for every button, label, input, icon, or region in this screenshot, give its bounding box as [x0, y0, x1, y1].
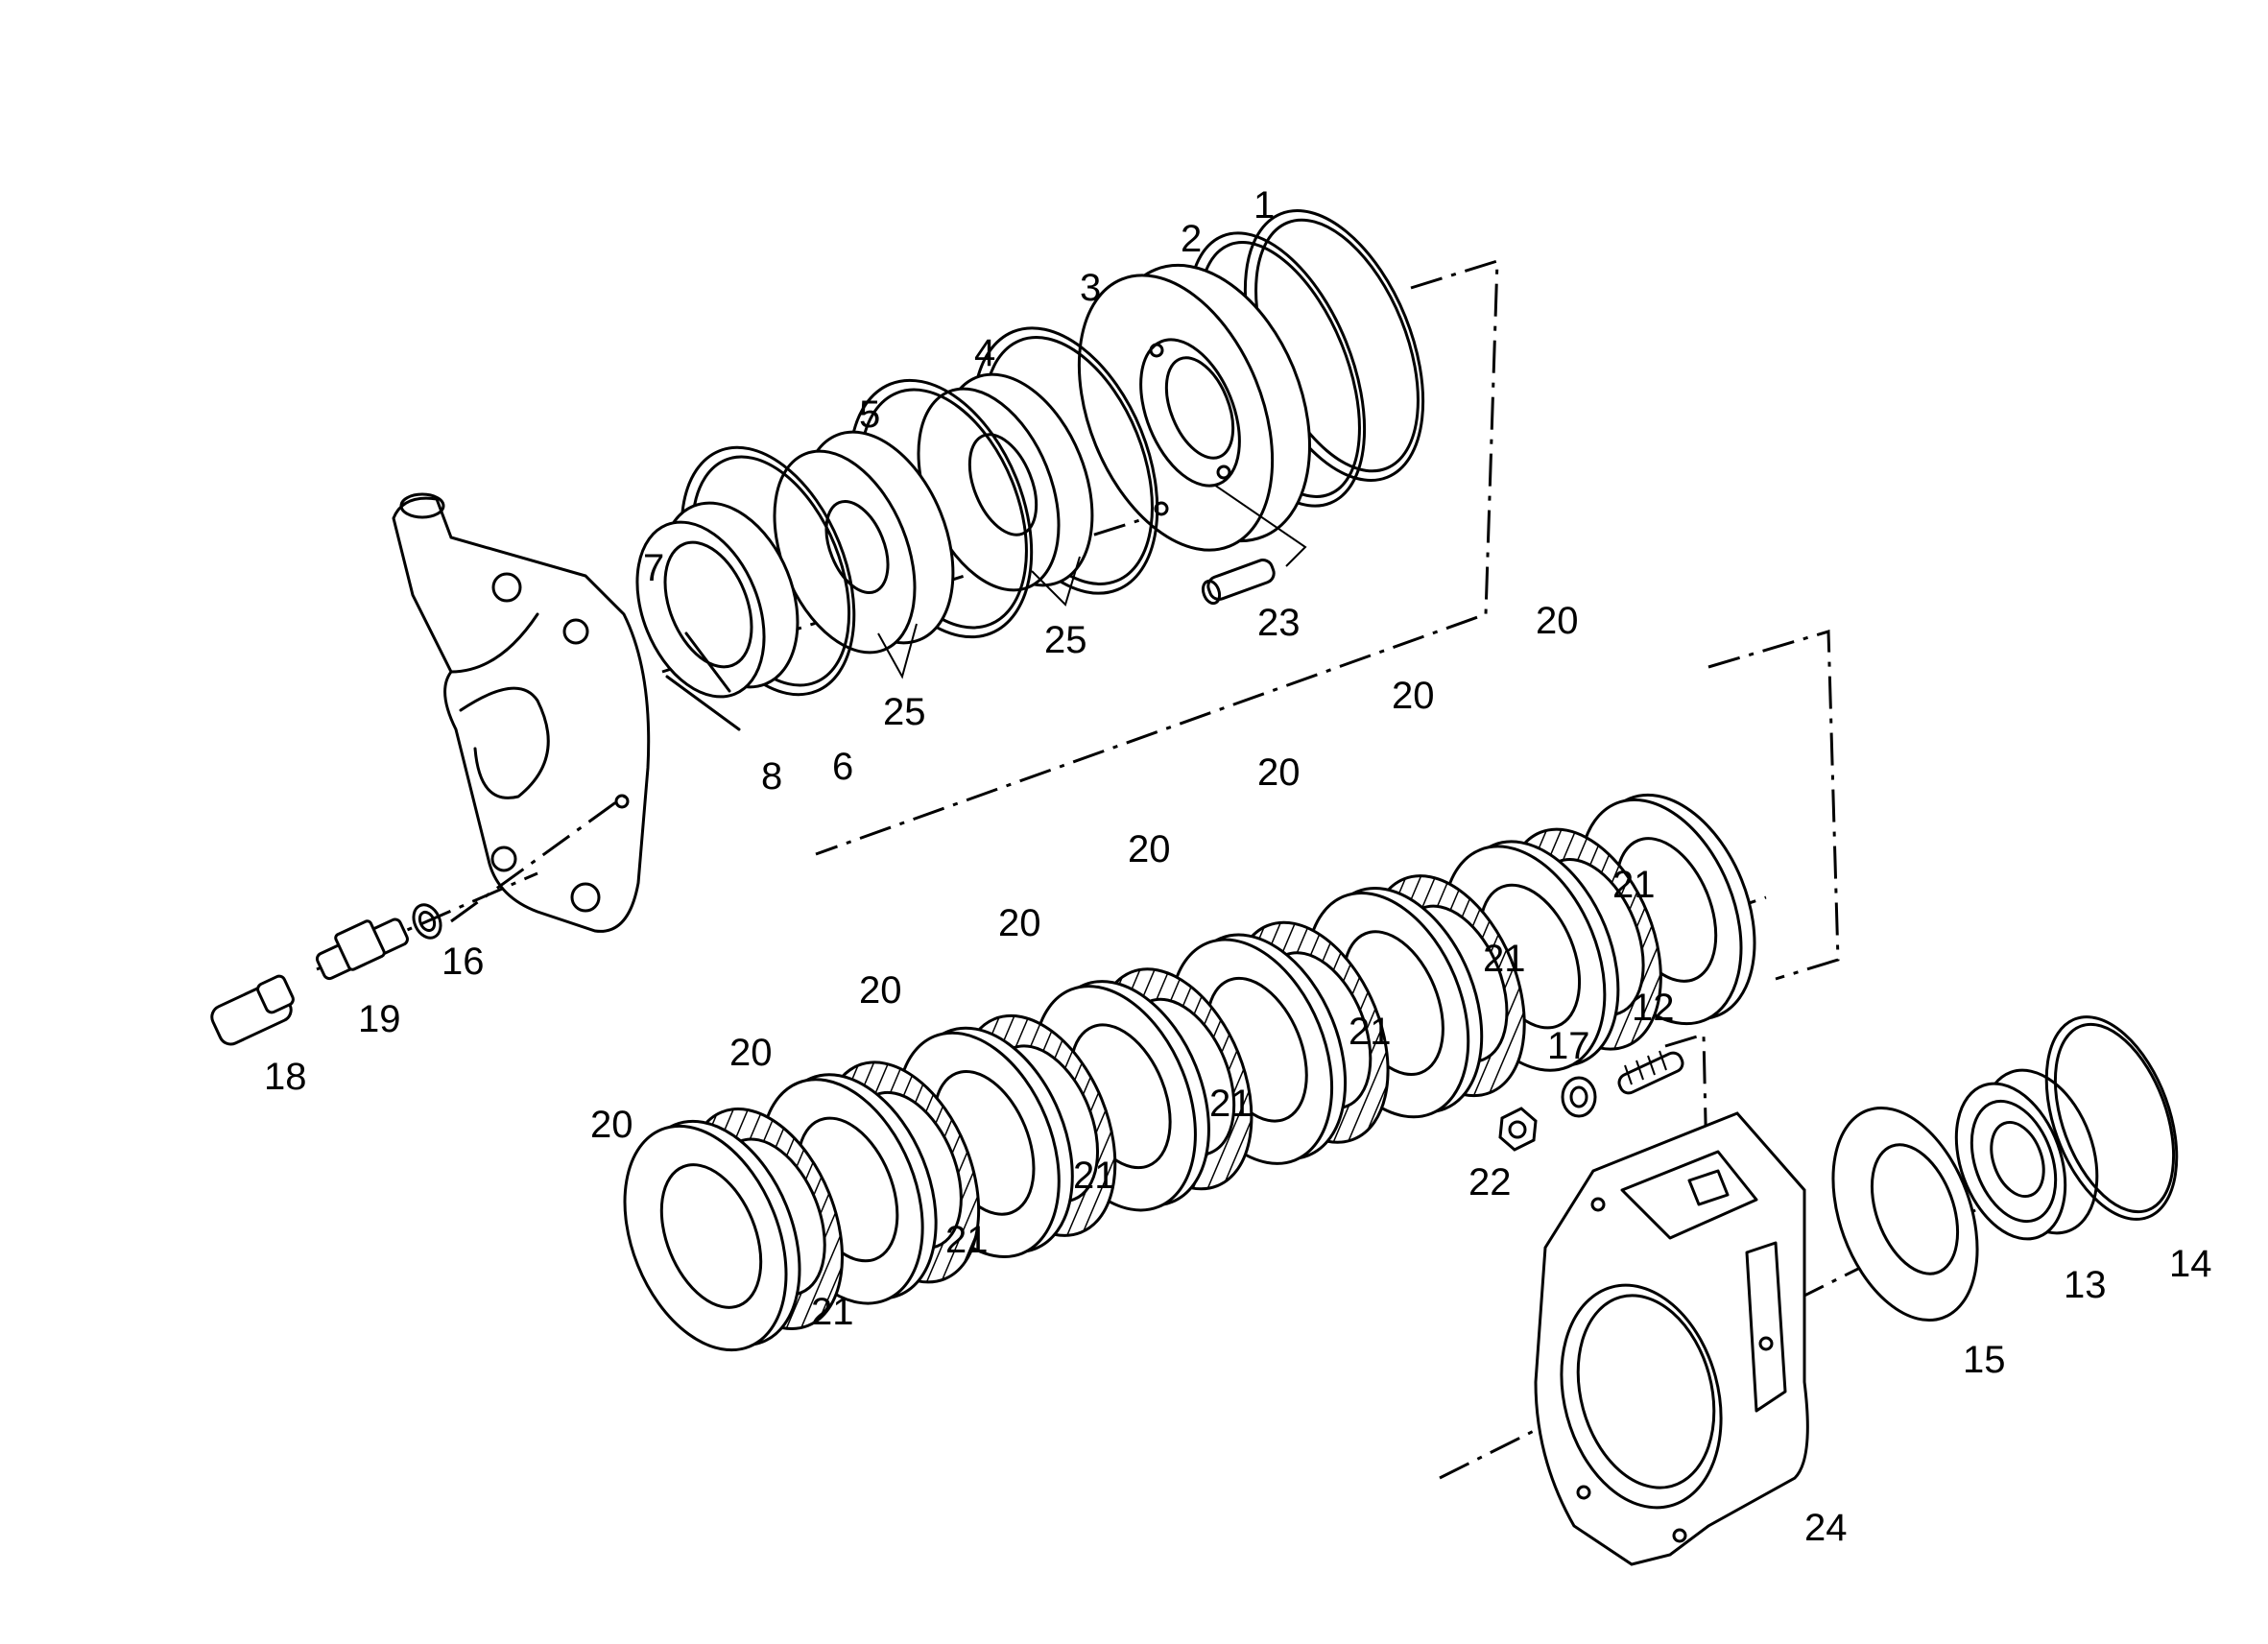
callout-4: 4 — [974, 332, 995, 374]
part-22-nut — [1498, 1107, 1538, 1152]
housing-plate — [392, 492, 651, 933]
callout-16: 16 — [442, 941, 485, 983]
part-7-ring — [635, 501, 800, 699]
callout-21-4: 21 — [1209, 1083, 1253, 1125]
callout-21-7: 21 — [811, 1291, 854, 1333]
inner-piston-2 — [773, 430, 955, 655]
part-18-plug — [210, 974, 295, 1046]
part-14-o-ring — [2044, 1015, 2179, 1221]
callout-21-2: 21 — [1483, 938, 1526, 980]
callout-22: 22 — [1468, 1161, 1512, 1203]
callout-20-1: 20 — [1536, 600, 1579, 642]
part-12-spring — [1617, 1050, 1684, 1095]
callout-15: 15 — [1963, 1339, 2006, 1381]
fitting-axis-line — [316, 871, 538, 971]
part-8-snap-ring — [665, 631, 741, 731]
disc-frame-line — [1707, 630, 1840, 981]
callout-20-8: 20 — [590, 1104, 633, 1146]
part-24-housing — [1534, 1111, 1809, 1566]
callout-18: 18 — [264, 1056, 307, 1098]
steel-disc — [623, 1119, 801, 1352]
lower-right-assembly — [1439, 1015, 2179, 1566]
fittings — [210, 871, 538, 1046]
callout-20-2: 20 — [1392, 675, 1435, 717]
callout-20-6: 20 — [859, 969, 902, 1012]
callout-21-3: 21 — [1349, 1011, 1392, 1053]
callout-20-7: 20 — [729, 1032, 773, 1074]
callout-20-5: 20 — [998, 902, 1041, 944]
callout-6: 6 — [832, 746, 853, 788]
callout-7: 7 — [643, 547, 664, 589]
callout-19: 19 — [358, 998, 401, 1040]
discs-group — [623, 793, 1756, 1352]
part-13-bearing — [1954, 1068, 2099, 1241]
part-16-washer — [412, 903, 442, 940]
callout-3: 3 — [1080, 267, 1101, 309]
part-15-shim — [1831, 1106, 1979, 1322]
part-23-pin — [1201, 484, 1307, 606]
callout-8: 8 — [761, 755, 782, 798]
callout-20-4: 20 — [1128, 828, 1171, 870]
callout-1: 1 — [1253, 184, 1275, 226]
callout-21-5: 21 — [1073, 1155, 1116, 1197]
callout-14: 14 — [2169, 1243, 2212, 1285]
callout-21-6: 21 — [945, 1219, 989, 1261]
callout-5: 5 — [859, 393, 880, 436]
callout-25b: 25 — [1044, 619, 1087, 661]
callout-23: 23 — [1257, 602, 1301, 644]
part-3-piston — [1077, 263, 1311, 552]
callout-25a: 25 — [883, 691, 926, 733]
part-19-union — [315, 917, 409, 981]
callout-12: 12 — [1632, 987, 1675, 1029]
callouts: 1 2 3 4 5 7 8 6 25 25 23 16 19 18 20 20 … — [264, 184, 2212, 1549]
part-25-leaders — [877, 556, 1081, 679]
upper-assembly — [635, 209, 1499, 856]
callout-13: 13 — [2064, 1264, 2107, 1306]
callout-20-3: 20 — [1257, 751, 1301, 794]
callout-24: 24 — [1804, 1507, 1848, 1549]
upper-frame-line — [815, 258, 1499, 856]
callout-2: 2 — [1181, 218, 1202, 260]
part-17-washer — [1561, 1076, 1597, 1118]
callout-17: 17 — [1547, 1025, 1590, 1067]
callout-21-1: 21 — [1612, 864, 1656, 906]
